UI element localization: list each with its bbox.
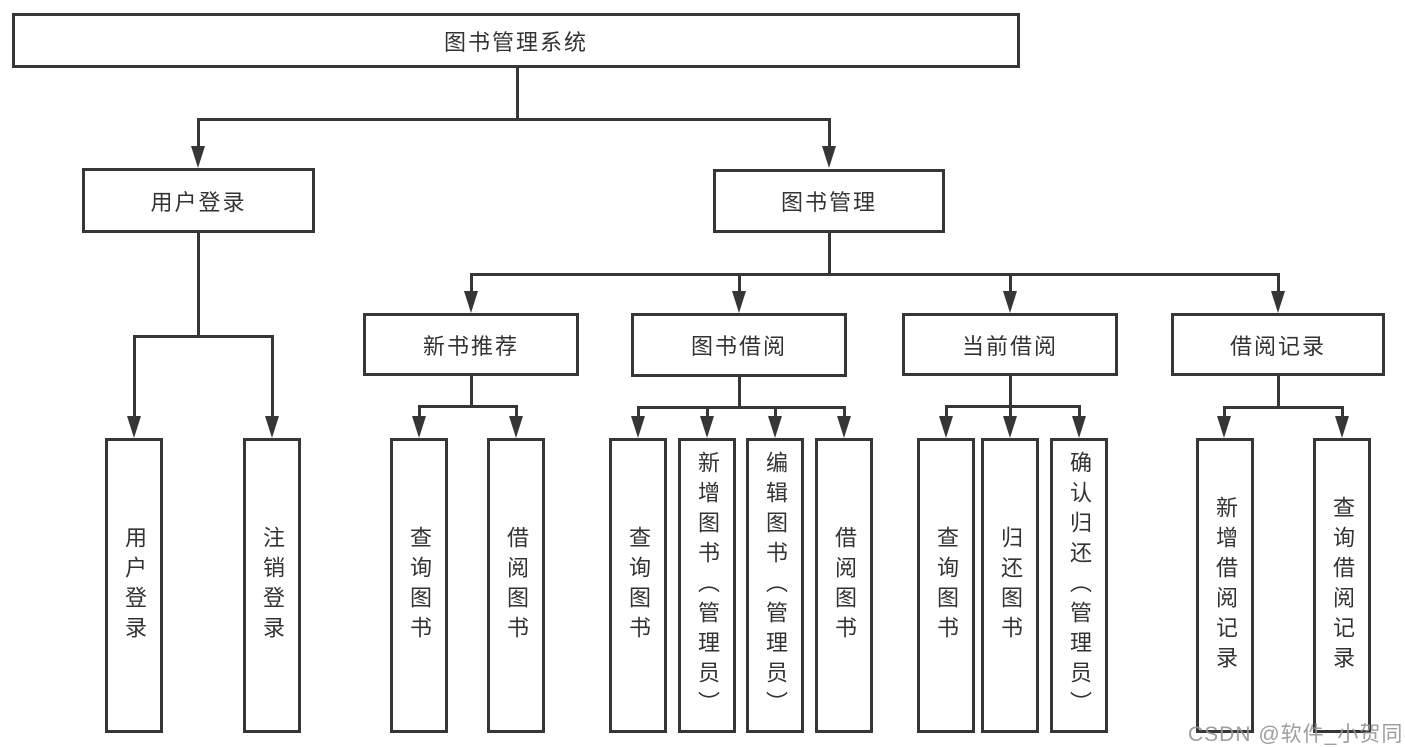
node-borrowing-borrow-books: 借阅图书 — [815, 438, 873, 733]
node-current-return-books: 归还图书 — [981, 438, 1039, 733]
node-label: 借阅记录 — [1229, 333, 1326, 359]
connector-arrow-down-icon — [700, 416, 714, 438]
connector-arrow-down-icon — [768, 416, 782, 438]
connector-arrow-down-icon — [1003, 291, 1017, 313]
connector-new-book-recommend-drop — [417, 405, 421, 424]
node-borrow-records: 借阅记录 — [1171, 313, 1385, 376]
connector-borrow-records-drop — [1340, 406, 1344, 424]
node-label: 新增图书（管理员） — [695, 450, 720, 721]
connector-arrow-down-icon — [1335, 416, 1349, 438]
connector-user-login-drop — [132, 335, 136, 424]
csdn-watermark: CSDN @软件_小贺同学 — [1188, 723, 1405, 746]
connector-root-stem — [515, 68, 519, 121]
node-label: 用户登录 — [150, 189, 247, 215]
connector-borrow-records-stem — [1276, 376, 1280, 409]
node-current-query-books: 查询图书 — [917, 438, 975, 733]
node-current-confirm-return-admin: 确认归还（管理员） — [1050, 438, 1108, 733]
connector-arrow-down-icon — [464, 291, 478, 313]
node-label: 当前借阅 — [961, 333, 1058, 359]
node-borrowing-add-books-admin: 新增图书（管理员） — [678, 438, 736, 733]
node-new-book-recommend: 新书推荐 — [363, 313, 579, 376]
node-book-borrowing: 图书借阅 — [631, 313, 847, 377]
node-recommend-query-books: 查询图书 — [390, 438, 448, 733]
connector-book-borrowing-stem — [737, 377, 741, 409]
connector-book-borrowing-bar — [636, 406, 846, 409]
connector-arrow-down-icon — [1217, 416, 1231, 438]
node-label: 查询图书 — [934, 525, 959, 646]
connector-current-borrowing-bar — [944, 405, 1081, 408]
node-label: 借阅图书 — [504, 525, 529, 646]
connector-book-management-stem — [827, 233, 831, 276]
connector-book-management-bar — [469, 273, 1280, 276]
connector-book-borrowing-drop — [842, 406, 846, 424]
connector-new-book-recommend-stem — [469, 376, 473, 408]
connector-root-drop — [196, 118, 200, 154]
node-label: 新书推荐 — [422, 333, 519, 359]
node-label: 注销登录 — [260, 525, 285, 646]
connector-book-management-drop — [469, 273, 473, 299]
connector-arrow-down-icon — [732, 291, 746, 313]
connector-arrow-down-icon — [265, 416, 279, 438]
connector-arrow-down-icon — [127, 416, 141, 438]
node-records-query-borrow-record: 查询借阅记录 — [1313, 438, 1371, 733]
connector-arrow-down-icon — [837, 416, 851, 438]
node-records-add-borrow-record: 新增借阅记录 — [1196, 438, 1254, 733]
node-recommend-borrow-books: 借阅图书 — [487, 438, 545, 733]
node-current-borrowing: 当前借阅 — [902, 313, 1118, 376]
connector-book-borrowing-drop — [773, 406, 777, 424]
node-label: 查询借阅记录 — [1330, 495, 1355, 676]
node-library-system: 图书管理系统 — [12, 13, 1020, 68]
connector-arrow-down-icon — [1003, 416, 1017, 438]
node-login-user-login: 用户登录 — [105, 438, 163, 733]
node-label: 编辑图书（管理员） — [763, 450, 788, 721]
connector-arrow-down-icon — [1072, 416, 1086, 438]
node-borrowing-edit-books-admin: 编辑图书（管理员） — [746, 438, 804, 733]
node-label: 图书管理系统 — [443, 29, 588, 55]
node-label: 查询图书 — [407, 525, 432, 646]
node-label: 确认归还（管理员） — [1067, 450, 1092, 721]
connector-arrow-down-icon — [1271, 291, 1285, 313]
connector-new-book-recommend-bar — [417, 405, 518, 408]
connector-arrow-down-icon — [191, 146, 205, 168]
node-label: 用户登录 — [122, 525, 147, 646]
connector-book-management-drop — [1008, 273, 1012, 299]
connector-book-management-drop — [737, 273, 741, 299]
connector-current-borrowing-drop — [944, 405, 948, 424]
connector-user-login-bar — [132, 335, 274, 338]
connector-arrow-down-icon — [631, 416, 645, 438]
node-label: 图书借阅 — [690, 334, 787, 359]
node-label: 借阅图书 — [832, 525, 857, 646]
connector-arrow-down-icon — [412, 416, 426, 438]
connector-current-borrowing-stem — [1008, 376, 1012, 408]
node-label: 查询图书 — [626, 525, 651, 646]
connector-current-borrowing-drop — [1077, 405, 1081, 424]
connector-root-drop — [827, 118, 831, 154]
node-label: 新增借阅记录 — [1213, 495, 1238, 676]
node-label: 归还图书 — [998, 525, 1023, 646]
node-label: 图书管理 — [780, 190, 877, 215]
connector-borrow-records-bar — [1222, 406, 1344, 409]
connector-borrow-records-drop — [1222, 406, 1226, 424]
node-user-login: 用户登录 — [82, 168, 315, 233]
connector-user-login-drop — [270, 335, 274, 424]
connector-root-bar — [196, 118, 831, 121]
connector-new-book-recommend-drop — [514, 405, 518, 424]
connector-arrow-down-icon — [939, 416, 953, 438]
connector-book-management-drop — [1276, 273, 1280, 299]
node-login-logout: 注销登录 — [243, 438, 301, 733]
connector-book-borrowing-drop — [705, 406, 709, 424]
connector-book-borrowing-drop — [636, 406, 640, 424]
node-borrowing-query-books: 查询图书 — [609, 438, 667, 733]
connector-arrow-down-icon — [509, 416, 523, 438]
node-book-management: 图书管理 — [713, 169, 945, 233]
connector-arrow-down-icon — [822, 146, 836, 168]
connector-current-borrowing-drop — [1008, 405, 1012, 424]
connector-user-login-stem — [196, 233, 200, 338]
